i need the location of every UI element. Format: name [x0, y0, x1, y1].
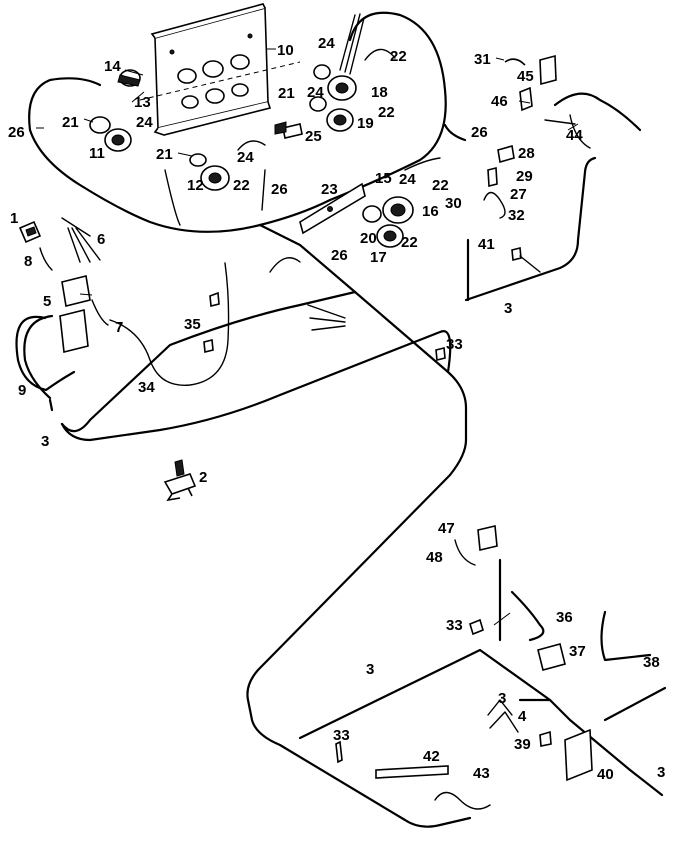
callout-24: 24	[399, 171, 416, 188]
callout-43: 43	[473, 765, 490, 782]
right-top-components	[483, 54, 642, 273]
callout-26: 26	[8, 124, 25, 141]
callout-13: 13	[134, 94, 151, 111]
callout-3: 3	[41, 433, 49, 450]
callout-36: 36	[556, 609, 573, 626]
callout-3: 3	[498, 690, 506, 707]
callout-46: 46	[491, 93, 508, 110]
callout-20: 20	[360, 230, 377, 247]
instrument-panel	[139, 3, 301, 136]
callout-24: 24	[318, 35, 335, 52]
callout-38: 38	[643, 654, 660, 671]
dash-harness	[28, 11, 467, 294]
callout-26: 26	[271, 181, 288, 198]
callout-21: 21	[156, 146, 173, 163]
callout-21: 21	[278, 85, 295, 102]
callout-3: 3	[366, 661, 374, 678]
callout-22: 22	[390, 48, 407, 65]
callout-47: 47	[438, 520, 455, 537]
callout-24: 24	[307, 84, 324, 101]
callout-42: 42	[423, 748, 440, 765]
callout-37: 37	[569, 643, 586, 660]
callout-2: 2	[199, 469, 207, 486]
callout-10: 10	[277, 42, 294, 59]
callout-8: 8	[24, 253, 32, 270]
callout-41: 41	[478, 236, 495, 253]
callout-48: 48	[426, 549, 443, 566]
main-harness	[60, 156, 664, 828]
callout-22: 22	[233, 177, 250, 194]
callout-30: 30	[445, 195, 462, 212]
callout-12: 12	[187, 177, 204, 194]
callout-5: 5	[43, 293, 51, 310]
callout-23: 23	[321, 181, 338, 198]
leader-lines	[36, 48, 579, 626]
callout-27: 27	[510, 186, 527, 203]
callout-22: 22	[378, 104, 395, 121]
callout-22: 22	[432, 177, 449, 194]
callout-26: 26	[331, 247, 348, 264]
callout-labels: 1 2 3 3 3 3 3 4 5 6 7 8 9 10 11 12 13 14…	[8, 35, 665, 783]
callout-3: 3	[504, 300, 512, 317]
callout-17: 17	[370, 249, 387, 266]
callout-33: 33	[333, 727, 350, 744]
callout-32: 32	[508, 207, 525, 224]
callout-21: 21	[62, 114, 79, 131]
callout-14: 14	[104, 58, 121, 75]
callout-19: 19	[357, 115, 374, 132]
callout-29: 29	[516, 168, 533, 185]
callout-33: 33	[446, 336, 463, 353]
lower-components	[335, 346, 667, 810]
callout-40: 40	[597, 766, 614, 783]
callout-22: 22	[401, 234, 418, 251]
left-components	[15, 217, 346, 502]
callout-34: 34	[138, 379, 155, 396]
callout-24: 24	[237, 149, 254, 166]
callout-9: 9	[18, 382, 26, 399]
callout-7: 7	[115, 319, 123, 336]
callout-25: 25	[305, 128, 322, 145]
callout-39: 39	[514, 736, 531, 753]
callout-18: 18	[371, 84, 388, 101]
callout-3: 3	[657, 764, 665, 781]
callout-16: 16	[422, 203, 439, 220]
callout-11: 11	[89, 145, 105, 162]
callout-15: 15	[375, 170, 392, 187]
gauges-and-switches	[89, 13, 441, 248]
callout-35: 35	[184, 316, 201, 333]
callout-4: 4	[518, 708, 527, 725]
callout-33: 33	[446, 617, 463, 634]
callout-45: 45	[517, 68, 534, 85]
callout-31: 31	[474, 51, 491, 68]
callout-26: 26	[471, 124, 488, 141]
callout-6: 6	[97, 231, 105, 248]
callout-24: 24	[136, 114, 153, 131]
callout-28: 28	[518, 145, 535, 162]
callout-44: 44	[566, 127, 583, 144]
callout-1: 1	[10, 210, 18, 227]
